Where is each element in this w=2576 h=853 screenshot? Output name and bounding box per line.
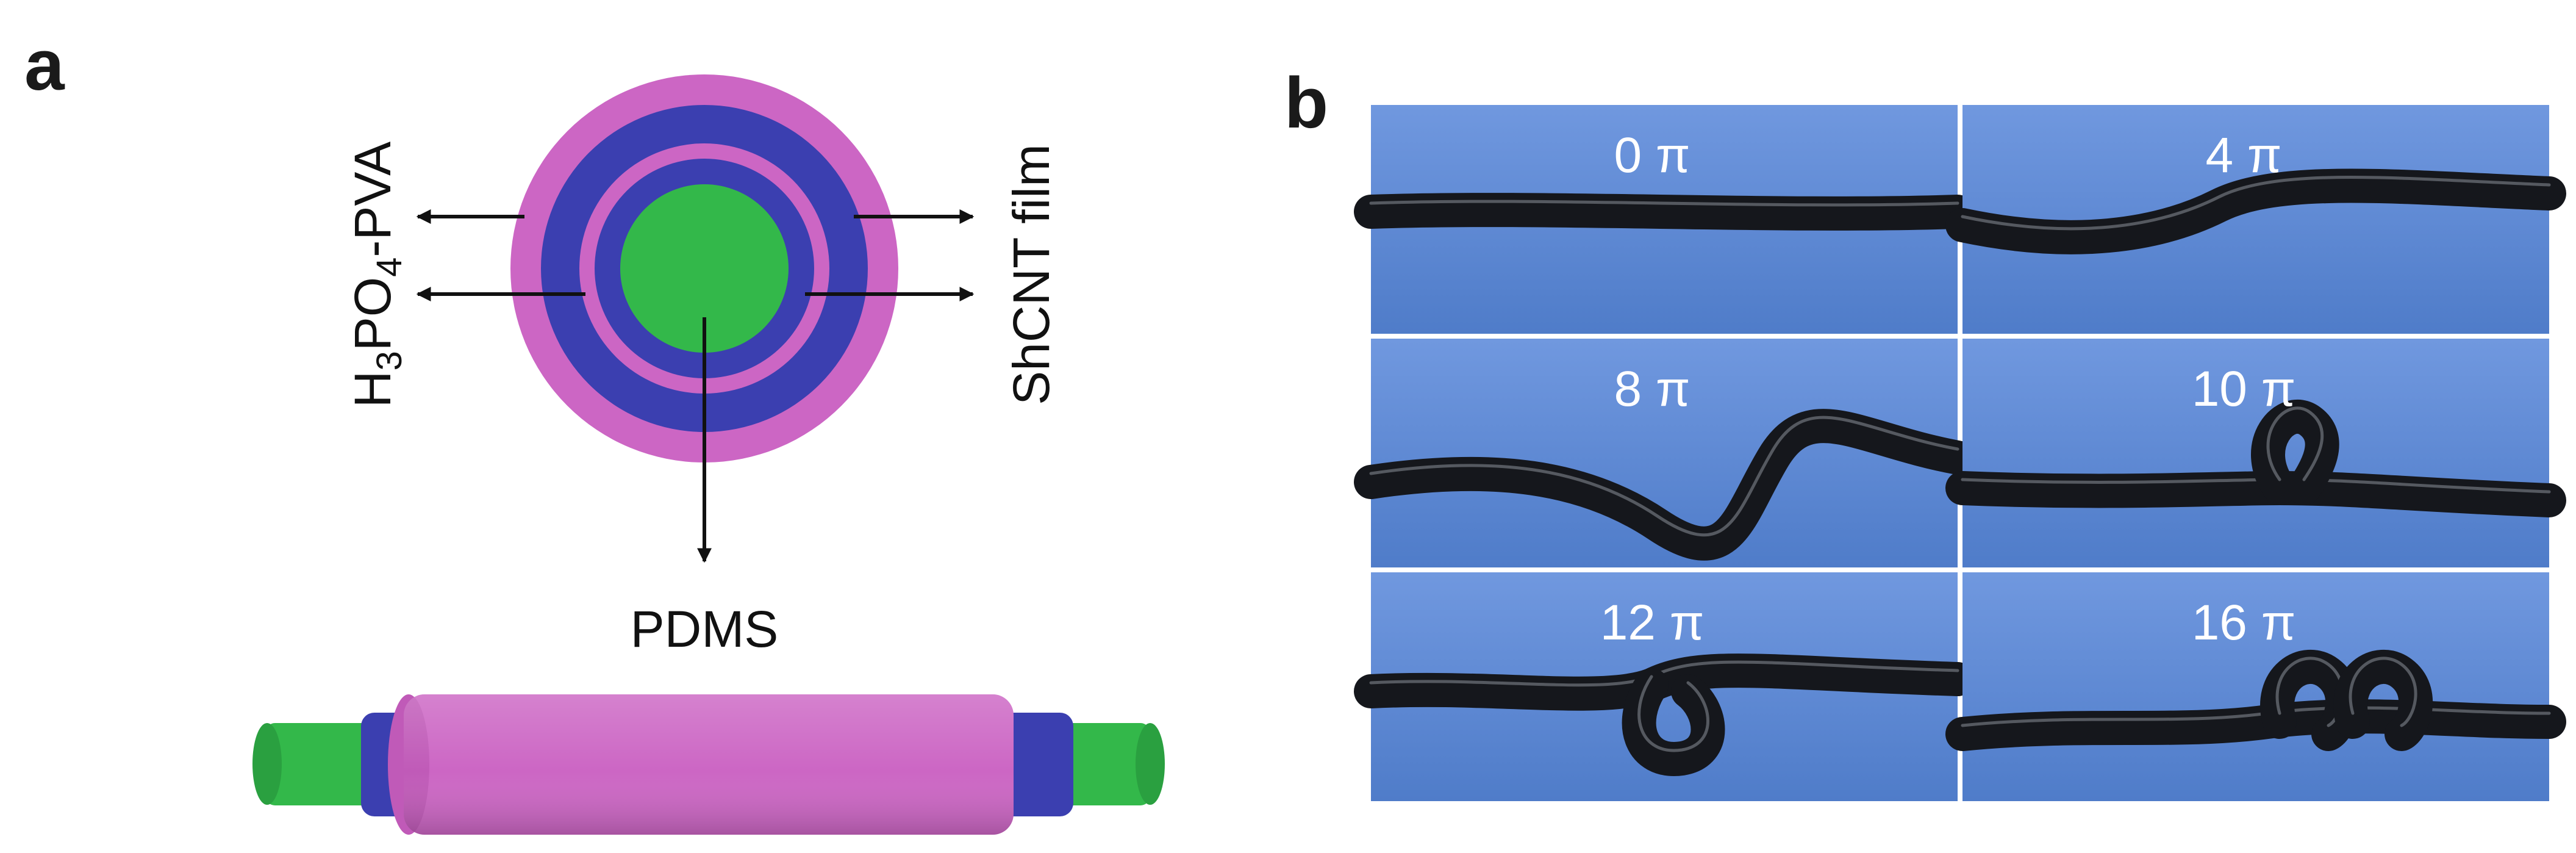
fiber-highlight bbox=[1961, 176, 2551, 231]
twist-label: 10 π bbox=[2192, 361, 2296, 417]
twist-label: 8 π bbox=[1614, 361, 1690, 417]
fiber-green-left bbox=[252, 723, 375, 805]
pdms-core bbox=[620, 184, 789, 353]
fiber-highlight bbox=[2349, 657, 2417, 727]
twisted-fiber bbox=[1354, 193, 1975, 231]
twist-photo-frame: 10 π bbox=[1945, 339, 2566, 567]
fiber-highlight bbox=[1369, 416, 1959, 537]
twisted-fiber bbox=[2333, 650, 2433, 751]
fiber-highlight bbox=[1637, 675, 1709, 752]
photo-background bbox=[1962, 105, 2549, 334]
twisted-fiber bbox=[1945, 168, 2566, 254]
fiber-side-view bbox=[252, 694, 1165, 835]
twisted-fiber bbox=[1945, 471, 2566, 517]
fiber-highlight bbox=[1369, 200, 1959, 207]
label-h3po4-pva: H3PO4-PVA bbox=[344, 142, 409, 408]
twist-label: 0 π bbox=[1614, 128, 1690, 183]
twisted-fiber bbox=[1354, 409, 1975, 561]
twist-photo-frame: 12 π bbox=[1354, 572, 1975, 801]
twist-label: 4 π bbox=[2206, 128, 2282, 183]
twist-photo-grid: 0 π 4 π 8 π 10 π 12 π 16 π bbox=[1354, 105, 2566, 801]
label-shcnt-film: ShCNT film bbox=[1003, 144, 1060, 405]
panel-b-letter: b bbox=[1284, 63, 1329, 143]
twist-photo-frame: 0 π bbox=[1354, 105, 1975, 334]
twist-photo-frame: 4 π bbox=[1945, 105, 2566, 334]
cross-section-diagram bbox=[510, 74, 898, 462]
panel-a-letter: a bbox=[24, 25, 65, 106]
twist-label: 12 π bbox=[1600, 595, 1705, 650]
photo-background bbox=[1962, 572, 2549, 801]
twist-label: 16 π bbox=[2192, 595, 2296, 650]
twist-photo-frame: 8 π bbox=[1354, 339, 1975, 567]
twist-photo-frame: 16 π bbox=[1945, 572, 2566, 801]
label-arrows bbox=[416, 209, 975, 563]
fiber-highlight bbox=[2266, 406, 2324, 481]
label-pdms: PDMS bbox=[631, 600, 779, 658]
